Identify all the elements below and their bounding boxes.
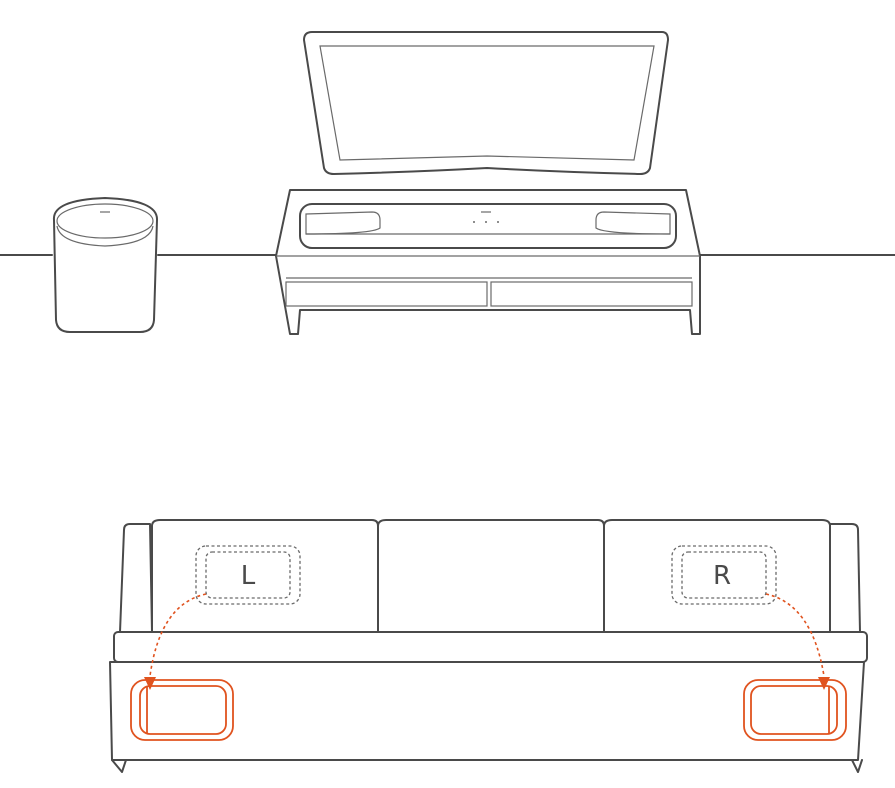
soundbar [299,203,677,249]
left-move-arrow [144,593,207,690]
right-move-arrow [765,593,830,690]
left-speaker-marker: L [195,545,301,605]
right-speaker-position [743,679,847,741]
right-speaker-label: R [713,561,731,591]
sofa [109,519,868,773]
left-speaker-label: L [241,561,256,591]
right-speaker-marker: R [671,545,777,605]
subwoofer [52,197,159,333]
tv [303,31,669,175]
left-speaker-position [130,679,234,741]
